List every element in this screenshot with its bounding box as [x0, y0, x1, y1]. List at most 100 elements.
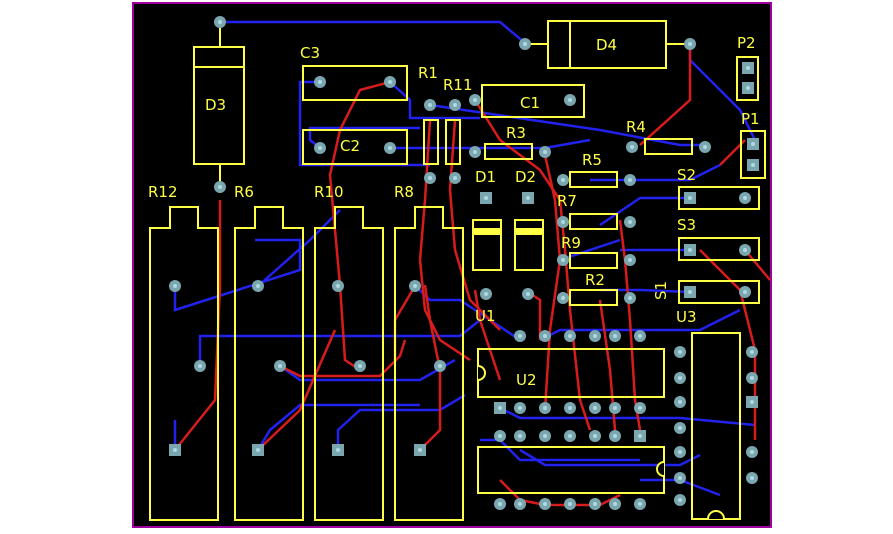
label-r9: R9: [561, 234, 581, 252]
pad-hole: [638, 334, 642, 338]
pad-hole: [543, 406, 547, 410]
pad-hole: [561, 220, 565, 224]
pad-hole: [484, 196, 488, 200]
pad-hole: [318, 80, 322, 84]
pad-hole: [613, 334, 617, 338]
pad-hole: [568, 502, 572, 506]
pad-hole: [523, 42, 527, 46]
pad-hole: [518, 334, 522, 338]
pad-hole: [750, 450, 754, 454]
label-r7: R7: [557, 192, 577, 210]
label-s1: S1: [652, 281, 670, 300]
pad-hole: [568, 406, 572, 410]
pad-hole: [688, 290, 692, 294]
u2-notch: [477, 365, 486, 381]
pad-hole: [750, 350, 754, 354]
pad-hole: [638, 502, 642, 506]
pad-hole: [568, 334, 572, 338]
pad-hole: [543, 502, 547, 506]
pad-hole: [746, 66, 750, 70]
pad-hole: [561, 296, 565, 300]
pad-hole: [678, 350, 682, 354]
pad-hole: [743, 248, 747, 252]
pad-hole: [593, 334, 597, 338]
label-r2: R2: [585, 271, 605, 289]
label-u3: U3: [676, 308, 697, 326]
label-r3: R3: [506, 124, 526, 142]
pad-hole: [428, 176, 432, 180]
pad-hole: [628, 296, 632, 300]
pad-hole: [336, 284, 340, 288]
pad-hole: [438, 364, 442, 368]
pad-hole: [750, 400, 754, 404]
u3-notch: [707, 510, 725, 520]
label-s2: S2: [677, 166, 696, 184]
pad-hole: [498, 406, 502, 410]
pad-hole: [630, 145, 634, 149]
pad-hole: [484, 292, 488, 296]
label-r6: R6: [234, 183, 254, 201]
pad-hole: [358, 364, 362, 368]
pad-hole: [336, 448, 340, 452]
silkscreen-labels: D3 D4 C3 C2 C1 R1 R11 R3 R4 R5 P2 P1 S2 …: [148, 34, 760, 389]
label-c2: C2: [340, 137, 360, 155]
label-r12: R12: [148, 183, 178, 201]
c3-body: [302, 65, 408, 101]
pad-hole: [453, 103, 457, 107]
pad-hole: [526, 292, 530, 296]
pad-hole: [561, 258, 565, 262]
label-c1: C1: [520, 94, 540, 112]
pad-hole: [568, 98, 572, 102]
pad-hole: [678, 450, 682, 454]
pad-hole: [678, 426, 682, 430]
ic-notch: [656, 461, 665, 477]
pad-hole: [613, 406, 617, 410]
pad-hole: [543, 150, 547, 154]
pad-hole: [428, 103, 432, 107]
pad-hole: [518, 502, 522, 506]
pad-hole: [751, 163, 755, 167]
label-r10: R10: [314, 183, 344, 201]
silk-fills: [473, 228, 543, 235]
pad-hole: [613, 502, 617, 506]
pad-hole: [638, 434, 642, 438]
board-outline: [132, 2, 772, 528]
pad-hole: [688, 196, 692, 200]
pad-hole: [561, 178, 565, 182]
pad-hole: [198, 364, 202, 368]
pad-hole: [453, 176, 457, 180]
label-p2: P2: [737, 34, 756, 52]
pad-hole: [413, 284, 417, 288]
label-r1: R1: [418, 64, 438, 82]
pad-hole: [388, 146, 392, 150]
pad-hole: [593, 406, 597, 410]
pad-hole: [473, 98, 477, 102]
pad-hole: [746, 86, 750, 90]
label-d2: D2: [515, 168, 536, 186]
pad-hole: [703, 145, 707, 149]
pad-hole: [318, 146, 322, 150]
label-u2: U2: [516, 371, 537, 389]
pad-hole: [750, 376, 754, 380]
pad-hole: [543, 434, 547, 438]
pad-hole: [751, 142, 755, 146]
label-d3: D3: [205, 96, 226, 114]
silkscreen: [149, 20, 766, 521]
pad-hole: [750, 476, 754, 480]
pad-hole: [638, 406, 642, 410]
pad-hole: [613, 434, 617, 438]
label-r11: R11: [443, 76, 473, 94]
pad-hole: [568, 434, 572, 438]
label-r5: R5: [582, 151, 602, 169]
pad-hole: [678, 400, 682, 404]
label-u1: U1: [475, 307, 496, 325]
pad-hole: [593, 434, 597, 438]
pad-hole: [688, 248, 692, 252]
pad-hole: [173, 284, 177, 288]
label-p1: P1: [741, 110, 760, 128]
pad-hole: [218, 20, 222, 24]
label-r8: R8: [394, 183, 414, 201]
pad-hole: [173, 448, 177, 452]
